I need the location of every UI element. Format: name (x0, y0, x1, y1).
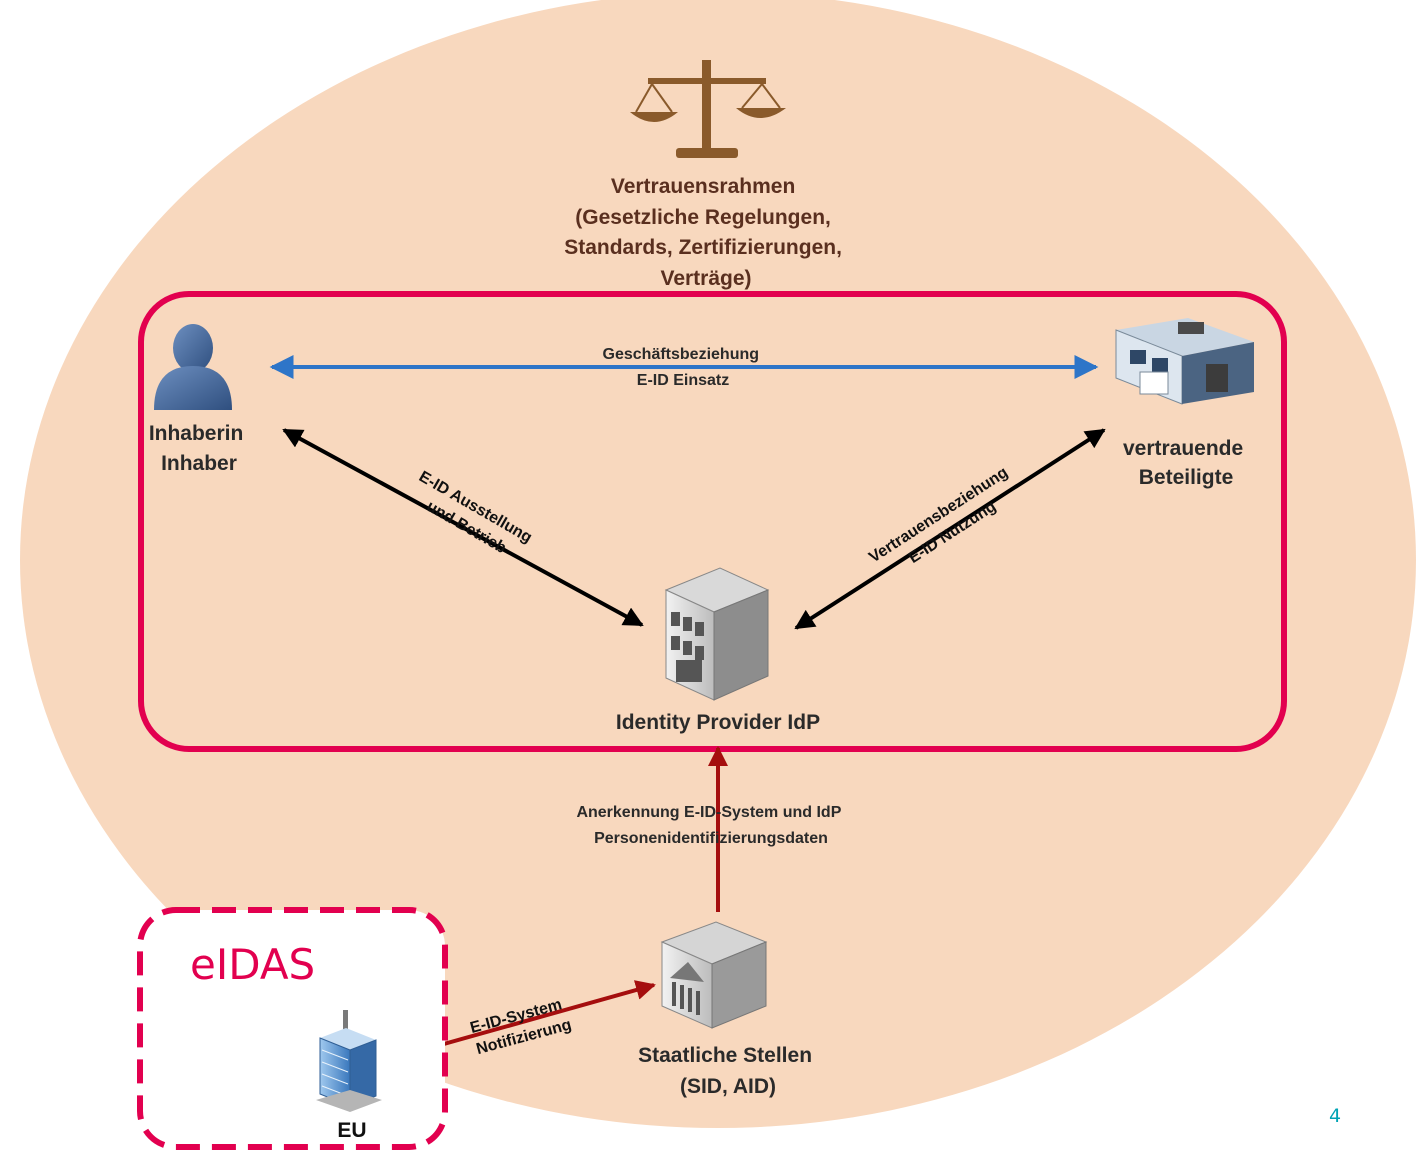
eu-label: EU (337, 1119, 366, 1142)
trust-relation-arrow (794, 428, 1106, 630)
eidas-label: eIDAS (190, 940, 315, 989)
government-building-icon (660, 921, 768, 1029)
issuance-arrow (282, 428, 644, 627)
person-icon (154, 324, 232, 410)
holder-label: Inhaberin Inhaber (149, 422, 249, 475)
recognition-label: Anerkennung E-ID-System und IdP Personen… (576, 804, 845, 847)
building-icon (664, 567, 770, 701)
trust-framework-ellipse (20, 0, 1416, 1128)
relying-party-label: vertrauende Beteiligte (1123, 437, 1249, 489)
trust-framework-title: Vertrauensrahmen (Gesetzliche Regelungen… (564, 175, 848, 290)
business-relation-label: Geschäftsbeziehung E-ID Einsatz (603, 346, 764, 389)
skyscraper-icon (316, 1010, 382, 1112)
office-building-icon (1115, 318, 1254, 405)
idp-label: Identity Provider IdP (616, 711, 820, 734)
scale-of-justice-icon (630, 60, 786, 158)
page-number: 4 (1329, 1105, 1341, 1127)
state-agencies-label: Staatliche Stellen (SID, AID) (638, 1044, 818, 1098)
